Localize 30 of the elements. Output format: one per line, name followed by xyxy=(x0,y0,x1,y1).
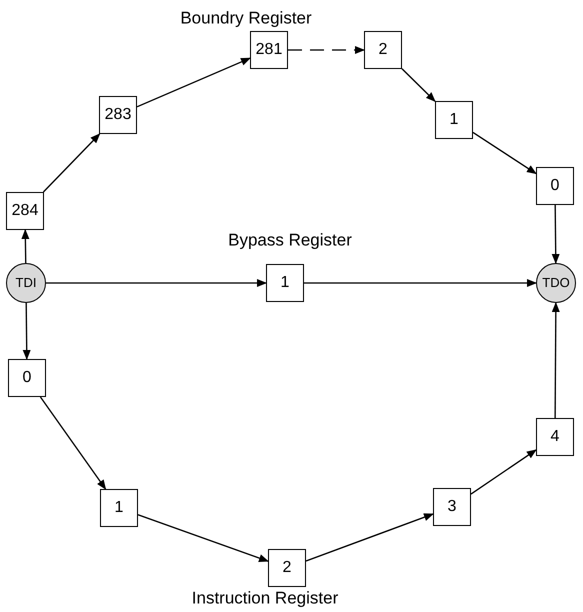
arrow xyxy=(306,513,434,562)
register-cell: 4 xyxy=(536,418,574,456)
register-label: Bypass Register xyxy=(228,232,352,248)
register-cell: 1 xyxy=(100,489,138,527)
arrow xyxy=(46,279,267,287)
arrow xyxy=(402,68,436,102)
arrow xyxy=(22,303,31,360)
arrow xyxy=(42,133,100,192)
arrow xyxy=(470,449,537,495)
register-cell: 283 xyxy=(99,96,137,134)
register-cell: 1 xyxy=(266,264,304,302)
register-label: Instruction Register xyxy=(192,590,338,606)
arrow xyxy=(288,46,365,54)
arrow xyxy=(136,58,251,108)
register-cell: 284 xyxy=(6,192,44,230)
register-cell: 0 xyxy=(8,359,46,397)
register-cell: 3 xyxy=(433,488,471,526)
arrow xyxy=(552,205,560,264)
arrow xyxy=(304,279,537,287)
register-cell: 0 xyxy=(536,167,574,205)
arrow xyxy=(21,229,30,263)
arrow xyxy=(40,396,106,490)
register-cell: 2 xyxy=(364,31,402,69)
register-cell: 2 xyxy=(268,549,306,587)
register-label: Boundry Register xyxy=(180,10,312,26)
arrow xyxy=(472,132,537,174)
arrow xyxy=(552,302,560,418)
register-cell: 281 xyxy=(250,31,288,69)
register-cell: 1 xyxy=(435,101,473,139)
arrow xyxy=(138,514,269,562)
